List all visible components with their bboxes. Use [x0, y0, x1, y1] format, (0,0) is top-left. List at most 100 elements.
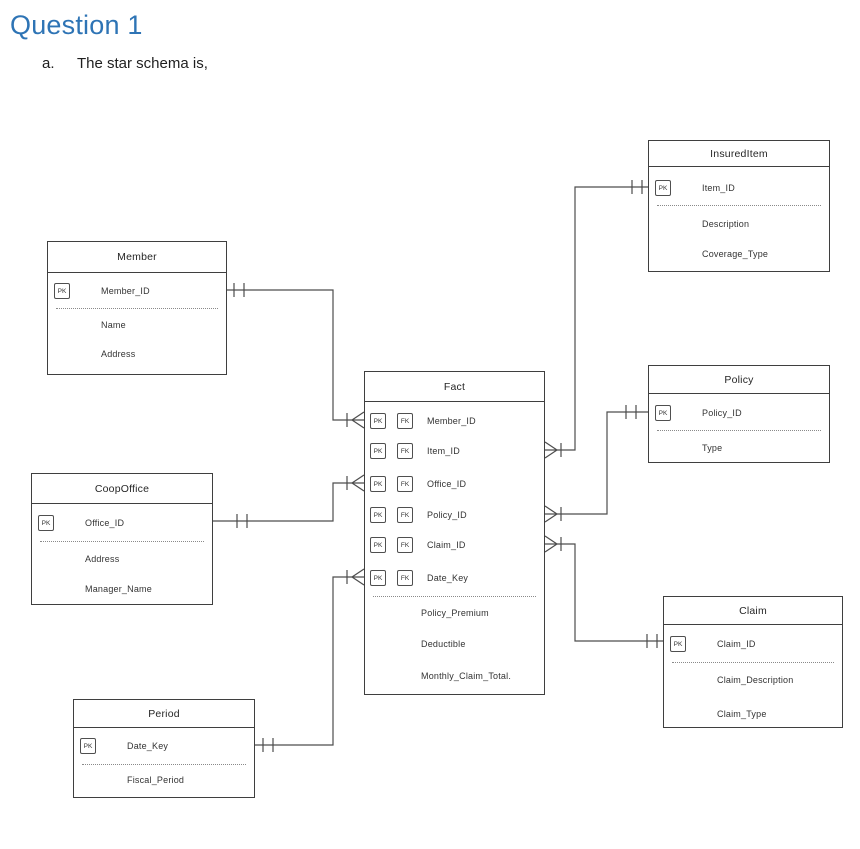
field-separator [657, 430, 821, 431]
pk-badge: PK [370, 507, 386, 523]
list-marker: a. [42, 55, 55, 72]
pk-badge: PK [670, 636, 686, 652]
key-field-row: PK Item_ID [649, 180, 829, 196]
attribute-label: Address [101, 349, 136, 359]
measure-label: Deductible [421, 639, 466, 649]
key-field-label: Claim_ID [427, 540, 466, 550]
entity-title: Period [74, 700, 254, 728]
attribute-label: Address [85, 554, 120, 564]
entity-period: Period PK Date_Key Fiscal_Period [73, 699, 255, 798]
key-field-row: PK Claim_ID [664, 636, 842, 652]
key-field-label: Office_ID [427, 479, 467, 489]
field-separator [82, 764, 246, 765]
entity-title: CoopOffice [32, 474, 212, 504]
key-field-label: Item_ID [427, 446, 460, 456]
pk-badge: PK [38, 515, 54, 531]
entity-title-text: Claim [739, 604, 767, 617]
key-field-label: Member_ID [101, 286, 150, 296]
attribute-row: Claim_Description [664, 672, 842, 688]
key-field-label: Office_ID [85, 518, 125, 528]
entity-title-text: Policy [724, 373, 754, 386]
list-item-text: The star schema is, [77, 55, 208, 72]
entity-title: InsuredItem [649, 141, 829, 167]
pk-badge: PK [370, 413, 386, 429]
attribute-row: Manager_Name [32, 581, 212, 597]
pk-badge: PK [80, 738, 96, 754]
attribute-label: Fiscal_Period [127, 775, 185, 785]
entity-fact: Fact PK FK Member_ID PK FK Item_ID PK FK… [364, 371, 545, 695]
entity-coopoffice: CoopOffice PK Office_ID Address Manager_… [31, 473, 213, 605]
entity-title: Fact [365, 372, 544, 402]
attribute-row: Coverage_Type [649, 246, 829, 262]
fk-badge: FK [397, 570, 413, 586]
pk-badge: PK [655, 405, 671, 421]
attribute-row: Fiscal_Period [74, 772, 254, 788]
attribute-row: Type [649, 440, 829, 456]
page-title: Question 1 [10, 10, 143, 40]
key-field-label: Claim_ID [717, 639, 756, 649]
key-field-label: Member_ID [427, 416, 476, 426]
attribute-label: Type [702, 443, 723, 453]
connector-fact-claim [544, 535, 663, 648]
field-separator [40, 541, 204, 542]
attribute-label: Name [101, 320, 126, 330]
attribute-row: Monthly_Claim_Total. [365, 668, 544, 684]
entity-title: Policy [649, 366, 829, 394]
key-field-row: PK FK Claim_ID [365, 537, 544, 553]
key-field-label: Date_Key [427, 573, 469, 583]
attribute-row: Description [649, 216, 829, 232]
key-field-label: Date_Key [127, 741, 169, 751]
connector-period-fact [255, 568, 365, 752]
pk-badge: PK [370, 476, 386, 492]
connector-coopoffice-fact [213, 474, 365, 528]
fk-badge: FK [397, 507, 413, 523]
entity-title: Member [48, 242, 226, 273]
pk-badge: PK [54, 283, 70, 299]
field-separator [56, 308, 218, 309]
pk-badge: PK [370, 537, 386, 553]
field-separator [373, 596, 536, 597]
pk-badge: PK [370, 443, 386, 459]
key-field-row: PK FK Member_ID [365, 413, 544, 429]
key-field-label: Policy_ID [702, 408, 742, 418]
fk-badge: FK [397, 537, 413, 553]
attribute-label: Claim_Description [717, 675, 794, 685]
key-field-label: Policy_ID [427, 510, 467, 520]
key-field-row: PK Member_ID [48, 283, 226, 299]
key-field-row: PK FK Item_ID [365, 443, 544, 459]
attribute-row: Claim_Type [664, 706, 842, 722]
entity-title-text: Period [148, 707, 180, 720]
key-field-row: PK Office_ID [32, 515, 212, 531]
measure-label: Monthly_Claim_Total. [421, 671, 512, 681]
connector-fact-policy [544, 405, 648, 523]
key-field-row: PK FK Date_Key [365, 570, 544, 586]
pk-badge: PK [655, 180, 671, 196]
attribute-row: Address [48, 346, 226, 362]
attribute-row: Name [48, 317, 226, 333]
field-separator [657, 205, 821, 206]
attribute-row: Policy_Premium [365, 605, 544, 621]
entity-member: Member PK Member_ID Name Address [47, 241, 227, 375]
key-field-row: PK FK Policy_ID [365, 507, 544, 523]
entity-title-text: CoopOffice [94, 482, 150, 495]
entity-title-text: InsuredItem [710, 147, 768, 160]
entity-policy: Policy PK Policy_ID Type [648, 365, 830, 463]
connector-member-fact [227, 283, 365, 429]
entity-title-text: Member [117, 251, 157, 263]
key-field-row: PK FK Office_ID [365, 476, 544, 492]
key-field-row: PK Policy_ID [649, 405, 829, 421]
measure-label: Policy_Premium [421, 608, 489, 618]
attribute-row: Address [32, 551, 212, 567]
connector-fact-insureditem [544, 180, 648, 459]
attribute-label: Manager_Name [85, 584, 152, 594]
attribute-label: Coverage_Type [702, 249, 769, 259]
attribute-label: Description [702, 219, 750, 229]
fk-badge: FK [397, 443, 413, 459]
attribute-row: Deductible [365, 636, 544, 652]
list-item-a: a. The star schema is, [42, 55, 208, 72]
fk-badge: FK [397, 413, 413, 429]
fk-badge: FK [397, 476, 413, 492]
entity-claim: Claim PK Claim_ID Claim_Description Clai… [663, 596, 843, 728]
field-separator [672, 662, 834, 663]
